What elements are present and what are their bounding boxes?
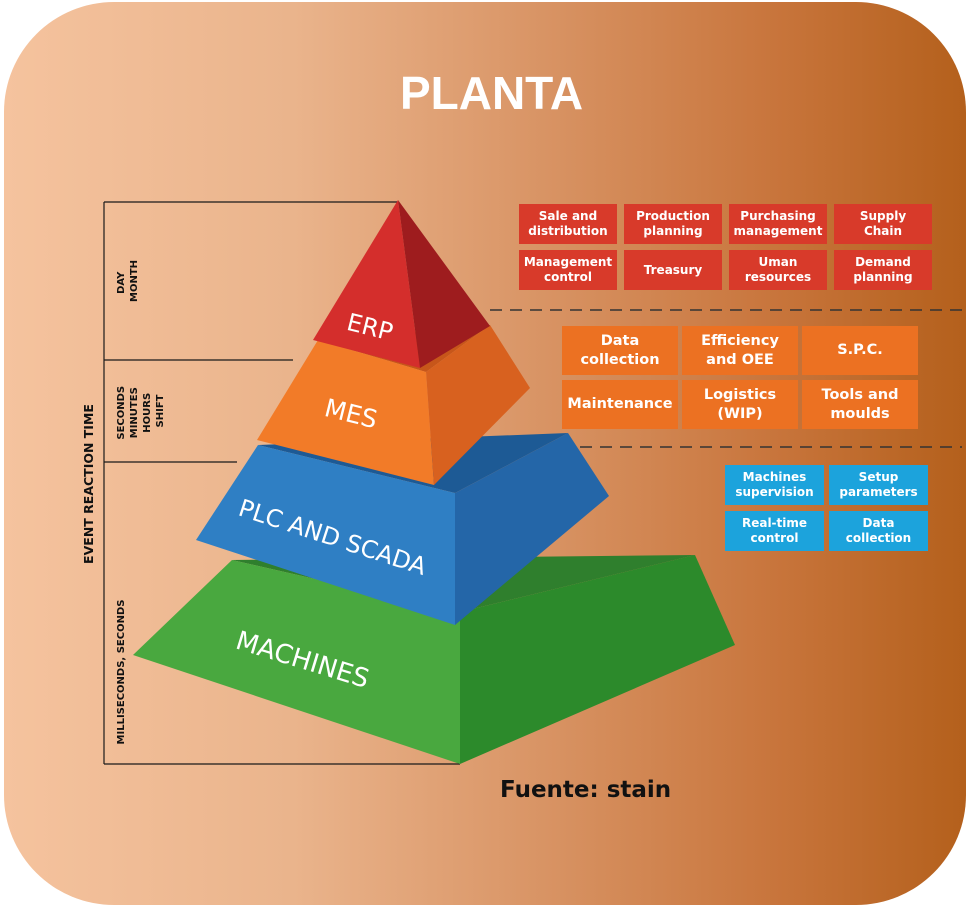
plc-function-box: Data collection <box>829 511 928 551</box>
erp-function-box: Uman resources <box>729 250 827 290</box>
band-line: MONTH <box>129 260 140 302</box>
band-line: MINUTES <box>129 387 140 438</box>
mes-function-box: Logistics (WIP) <box>682 380 798 429</box>
erp-function-box: Sale and distribution <box>519 204 617 244</box>
erp-function-box: Production planning <box>624 204 722 244</box>
pyramid-layer-plc-scada: PLC AND SCADA <box>196 433 609 625</box>
mes-function-box: Data collection <box>562 326 678 375</box>
band-label-milliseconds: MILLISECONDS, SECONDS <box>116 600 127 745</box>
band-line: DAY <box>116 271 127 294</box>
source-caption: Fuente: stain <box>500 777 672 803</box>
automation-pyramid-diagram: EVENT REACTION TIME DAY MONTH SECONDS MI… <box>81 200 962 765</box>
time-axis-bracket <box>103 201 460 765</box>
erp-function-box: Management control <box>519 250 617 290</box>
pyramid-layer-erp: ERP <box>313 200 490 368</box>
page-title: PLANTA <box>399 67 584 119</box>
plc-function-box: Machines supervision <box>725 465 824 505</box>
plc-function-box: Setup parameters <box>829 465 928 505</box>
band-line: SECONDS <box>116 386 127 440</box>
mes-function-box: Tools and moulds <box>802 380 918 429</box>
axis-title: EVENT REACTION TIME <box>81 404 96 564</box>
erp-function-box: Supply Chain <box>834 204 932 244</box>
erp-function-box: Treasury <box>624 250 722 290</box>
erp-function-box: Purchasing management <box>729 204 827 244</box>
band-label-day-month: DAY MONTH <box>116 260 140 302</box>
band-line: SHIFT <box>155 394 166 427</box>
mes-function-box: S.P.C. <box>802 326 918 375</box>
mes-function-box: Maintenance <box>562 380 678 429</box>
pyramid-layer-machines: MACHINES <box>133 555 735 764</box>
band-line: HOURS <box>142 393 153 433</box>
diagram-card: PLANTA EVENT REACTION TIME DAY MONTH SEC… <box>4 2 966 905</box>
band-label-seconds-shift: SECONDS MINUTES HOURS SHIFT <box>116 382 166 439</box>
erp-function-box: Demand planning <box>834 250 932 290</box>
mes-function-box: Efficiency and OEE <box>682 326 798 375</box>
plc-function-box: Real-time control <box>725 511 824 551</box>
